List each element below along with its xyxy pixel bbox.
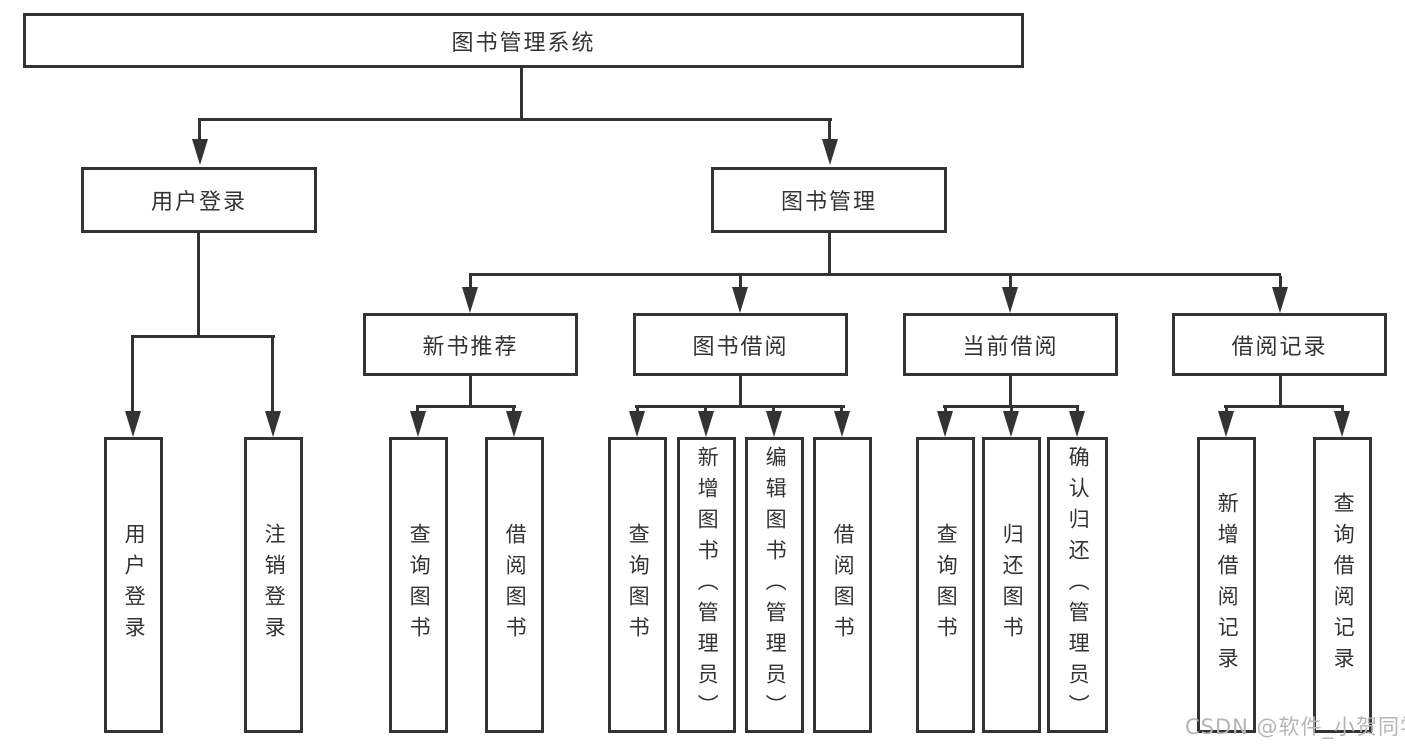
arrow-down-icon — [834, 411, 850, 437]
arrow-down-icon — [1334, 411, 1350, 437]
leaf-query-borrow-record: 查询借阅记录 — [1313, 437, 1372, 733]
connector-leaf-stem — [1225, 408, 1228, 411]
leaf-borrow-books-recommend: 借阅图书 — [485, 437, 544, 733]
connector-leaf-stem — [840, 408, 843, 411]
leaf-query-books-recommend: 查询图书 — [389, 437, 448, 733]
arrow-down-icon — [192, 139, 208, 165]
leaf-borrow-books-borrowing-label: 借阅图书 — [831, 523, 856, 647]
connector-leaf-stem — [271, 338, 274, 411]
leaf-user-login-label: 用户登录 — [122, 523, 147, 647]
leaf-user-login: 用户登录 — [104, 437, 163, 733]
arrow-down-icon — [125, 411, 141, 437]
connector-leaf-stem — [772, 408, 775, 411]
connector-level2-hline — [198, 118, 832, 121]
node-book-management-label: 图书管理 — [780, 190, 877, 215]
node-user-login: 用户登录 — [81, 167, 317, 233]
arrow-down-icon — [506, 411, 522, 437]
connector-user-login-hline — [131, 335, 275, 338]
csdn-watermark: CSDN @软件_小贺同学 — [1185, 715, 1405, 739]
arrow-down-icon — [629, 411, 645, 437]
leaf-logout-label: 注销登录 — [262, 523, 287, 647]
connector-leaf-stem — [944, 408, 947, 411]
leaf-return-books: 归还图书 — [982, 437, 1041, 733]
connector-level3-stem — [739, 276, 742, 287]
node-new-book-recommend-label: 新书推荐 — [422, 334, 519, 360]
leaf-borrow-books-recommend-label: 借阅图书 — [503, 523, 528, 647]
connector-level3-stem — [469, 276, 472, 287]
connector-leaf-stem — [1341, 408, 1344, 411]
connector-leaf-stem — [704, 408, 707, 411]
connector-hline — [943, 405, 1079, 408]
arrow-down-icon — [937, 411, 953, 437]
node-book-borrowing-label: 图书借阅 — [692, 334, 789, 360]
node-library-system: 图书管理系统 — [23, 13, 1024, 68]
connector-level3-stem — [1009, 276, 1012, 287]
connector-leaf-stem — [636, 408, 639, 411]
leaf-confirm-return-admin: 确认归还（管理员） — [1047, 437, 1108, 733]
arrow-down-icon — [265, 411, 281, 437]
leaf-add-borrow-record: 新增借阅记录 — [1197, 437, 1256, 733]
connector-level3-hline — [469, 273, 1281, 276]
arrow-down-icon — [1069, 411, 1085, 437]
connector-hline — [416, 405, 516, 408]
connector-vline — [739, 376, 742, 405]
node-borrowing-records-label: 借阅记录 — [1231, 334, 1328, 360]
leaf-logout: 注销登录 — [244, 437, 303, 733]
leaf-add-borrow-record-label: 新增借阅记录 — [1215, 492, 1240, 678]
connector-leaf-stem — [416, 408, 419, 411]
leaf-query-books-recommend-label: 查询图书 — [407, 523, 432, 647]
arrow-down-icon — [732, 287, 748, 313]
connector-book-mgmt-vline — [828, 233, 831, 273]
arrow-down-icon — [766, 411, 782, 437]
connector-user-login-stem — [198, 121, 201, 139]
leaf-borrow-books-borrowing: 借阅图书 — [813, 437, 872, 733]
connector-level3-stem — [1279, 276, 1282, 287]
arrow-down-icon — [698, 411, 714, 437]
leaf-query-books-current-label: 查询图书 — [934, 523, 959, 647]
node-user-login-label: 用户登录 — [150, 190, 247, 215]
leaf-add-books-admin: 新增图书（管理员） — [677, 437, 736, 733]
leaf-edit-books-admin: 编辑图书（管理员） — [745, 437, 804, 733]
arrow-down-icon — [1218, 411, 1234, 437]
connector-hline — [1224, 405, 1344, 408]
connector-user-login-vline — [197, 233, 200, 335]
node-new-book-recommend: 新书推荐 — [363, 313, 578, 376]
node-current-borrowing: 当前借阅 — [903, 313, 1118, 376]
node-borrowing-records: 借阅记录 — [1172, 313, 1387, 376]
node-book-management: 图书管理 — [711, 167, 947, 233]
arrow-down-icon — [1003, 411, 1019, 437]
connector-hline — [635, 405, 845, 408]
connector-vline — [469, 376, 472, 405]
node-current-borrowing-label: 当前借阅 — [962, 334, 1059, 360]
connector-leaf-stem — [512, 408, 515, 411]
leaf-query-books-borrowing: 查询图书 — [608, 437, 667, 733]
connector-leaf-stem — [1010, 408, 1013, 411]
arrow-down-icon — [462, 287, 478, 313]
leaf-edit-books-admin-label: 编辑图书（管理员） — [763, 445, 788, 725]
arrow-down-icon — [1002, 287, 1018, 313]
leaf-query-books-current: 查询图书 — [916, 437, 975, 733]
leaf-add-books-admin-label: 新增图书（管理员） — [695, 445, 720, 725]
node-book-borrowing: 图书借阅 — [633, 313, 848, 376]
leaf-return-books-label: 归还图书 — [1000, 523, 1025, 647]
leaf-confirm-return-admin-label: 确认归还（管理员） — [1066, 445, 1091, 725]
connector-book-mgmt-stem — [828, 121, 831, 139]
connector-leaf-stem — [131, 338, 134, 411]
connector-vline — [1009, 376, 1012, 405]
connector-leaf-stem — [1076, 408, 1079, 411]
arrow-down-icon — [822, 139, 838, 165]
arrow-down-icon — [410, 411, 426, 437]
leaf-query-borrow-record-label: 查询借阅记录 — [1331, 492, 1356, 678]
arrow-down-icon — [1272, 287, 1288, 313]
connector-root-vline — [520, 68, 523, 118]
node-library-system-label: 图书管理系统 — [451, 30, 596, 56]
connector-vline — [1279, 376, 1282, 405]
leaf-query-books-borrowing-label: 查询图书 — [626, 523, 651, 647]
